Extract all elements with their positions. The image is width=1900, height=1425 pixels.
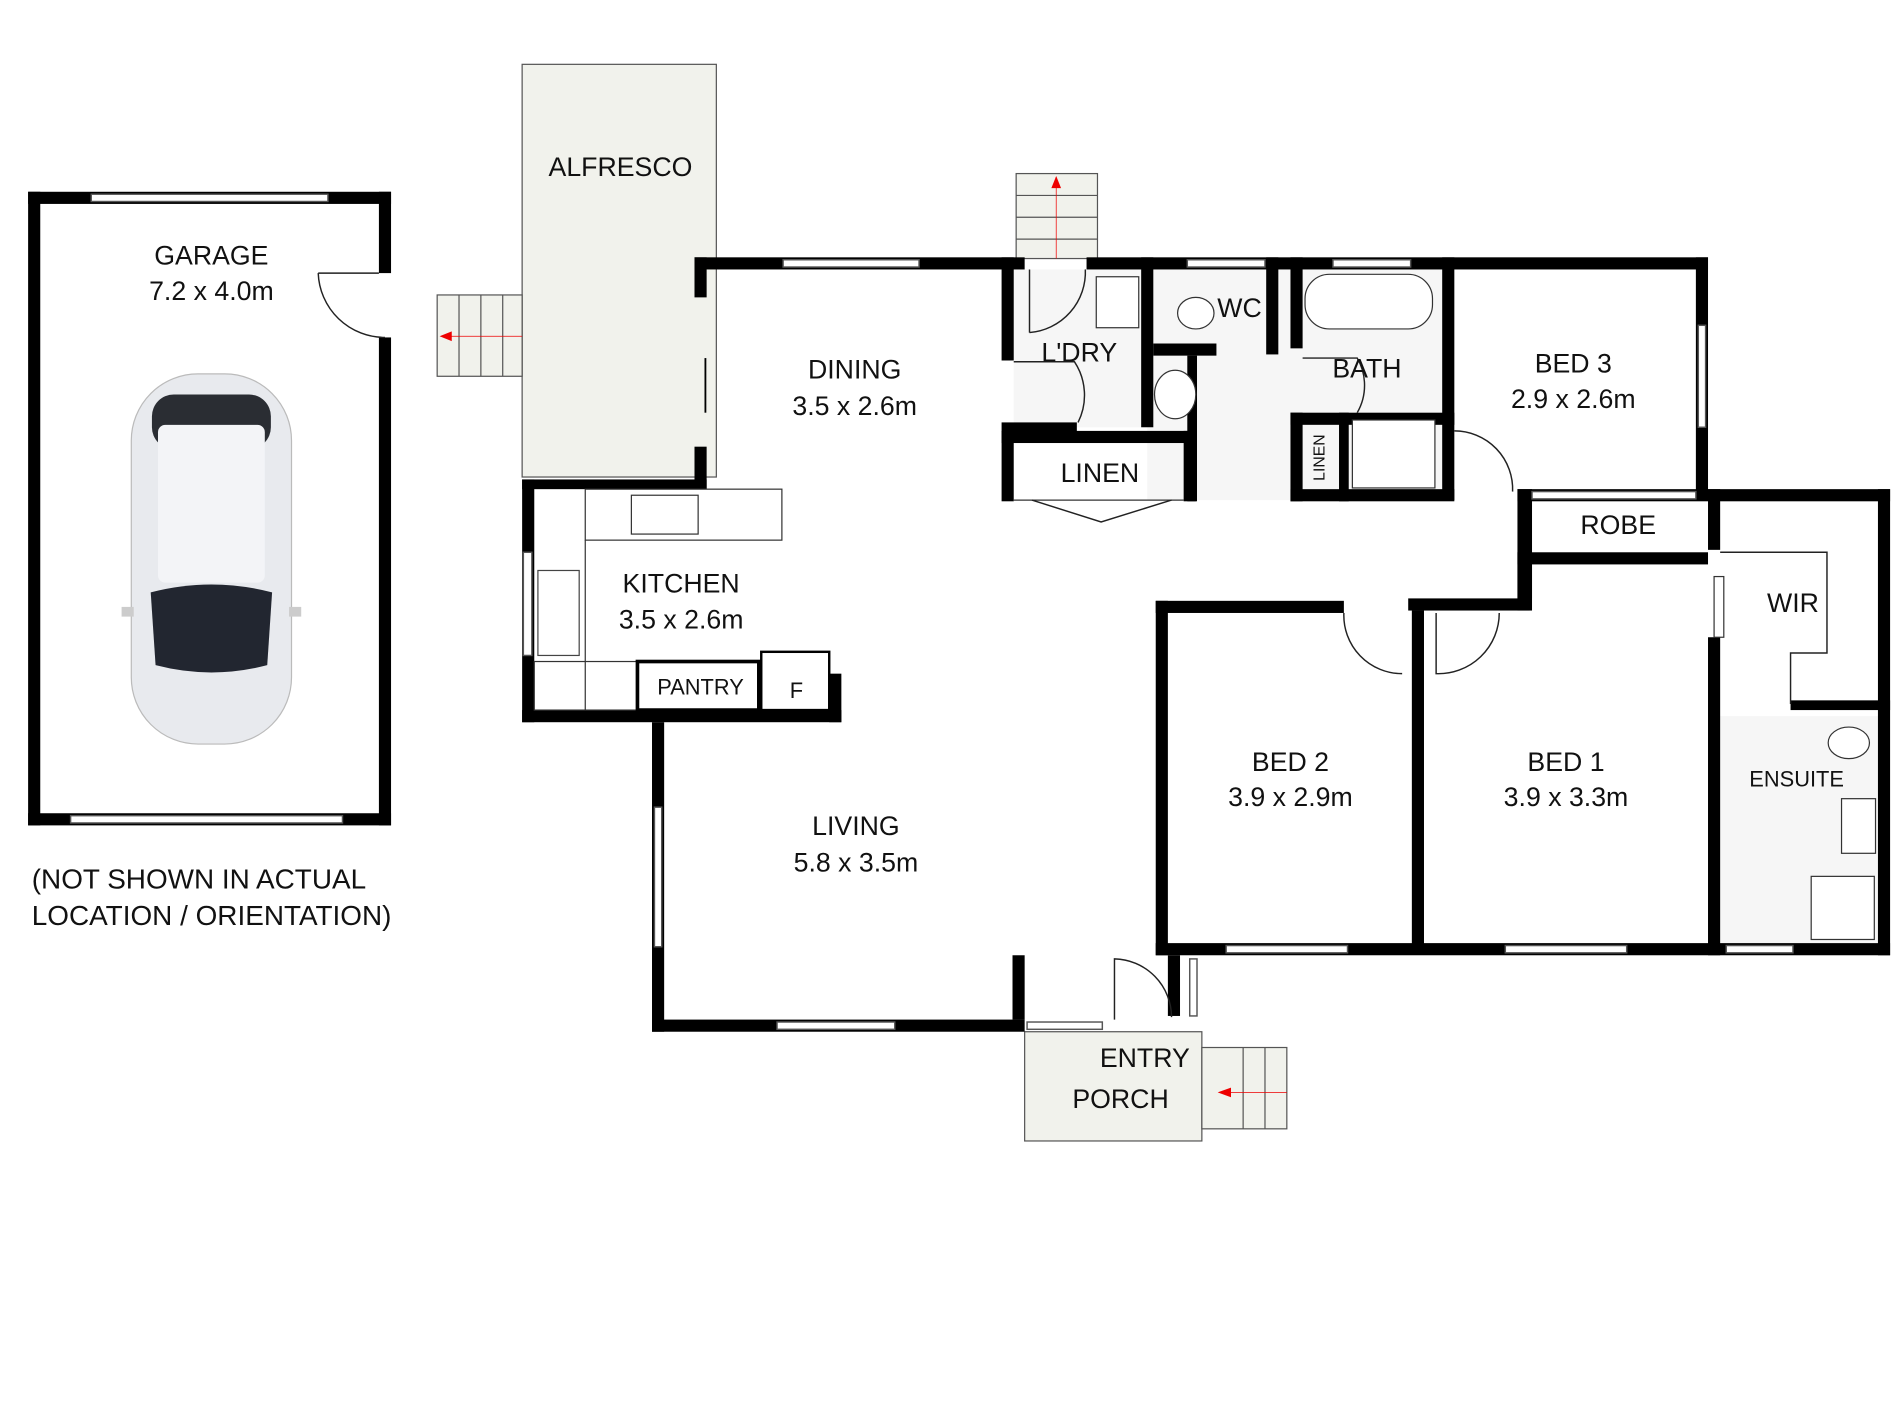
bed2-label: BED 2 — [1252, 747, 1329, 777]
garage-note-line2: LOCATION / ORIENTATION) — [32, 900, 392, 931]
wir-label: WIR — [1767, 588, 1819, 618]
laundry-steps — [1015, 172, 1099, 260]
garage-walls — [28, 191, 392, 826]
entry-steps — [1201, 1046, 1288, 1130]
porch-label: PORCH — [1072, 1084, 1168, 1114]
pantry-label: PANTRY — [657, 674, 744, 699]
garage-dims: 7.2 x 4.0m — [149, 276, 274, 306]
kitchen-dims: 3.5 x 2.6m — [619, 605, 744, 635]
bed3-label: BED 3 — [1535, 349, 1612, 379]
alfresco-label: ALFRESCO — [549, 152, 693, 182]
garage-label: GARAGE — [154, 241, 268, 271]
bed2-dims: 3.9 x 2.9m — [1228, 782, 1353, 812]
dining-label: DINING — [808, 355, 901, 385]
laundry-label: L'DRY — [1041, 338, 1117, 368]
entry-porch-area — [1024, 1031, 1203, 1142]
ensuite-label: ENSUITE — [1749, 767, 1844, 792]
kitchen-label: KITCHEN — [623, 568, 740, 598]
bed1-label: BED 1 — [1527, 747, 1604, 777]
alfresco-steps — [436, 294, 523, 377]
wc-label: WC — [1217, 293, 1261, 323]
linen-label: LINEN — [1061, 458, 1140, 488]
car-icon — [121, 373, 302, 745]
fridge-label: F — [790, 678, 803, 703]
entry-label: ENTRY — [1100, 1043, 1190, 1073]
bed1-dims: 3.9 x 3.3m — [1504, 782, 1629, 812]
living-dims: 5.8 x 3.5m — [794, 848, 919, 878]
living-label: LIVING — [812, 811, 900, 841]
linen-small-label: LINEN — [1311, 434, 1328, 480]
alfresco-area — [521, 63, 717, 478]
bath-label: BATH — [1332, 353, 1401, 383]
robe-label: ROBE — [1580, 510, 1656, 540]
garage-note-line1: (NOT SHOWN IN ACTUAL — [32, 864, 366, 895]
bed3-dims: 2.9 x 2.6m — [1511, 384, 1636, 414]
house-walls — [522, 257, 1891, 1032]
dining-dims: 3.5 x 2.6m — [792, 391, 917, 421]
